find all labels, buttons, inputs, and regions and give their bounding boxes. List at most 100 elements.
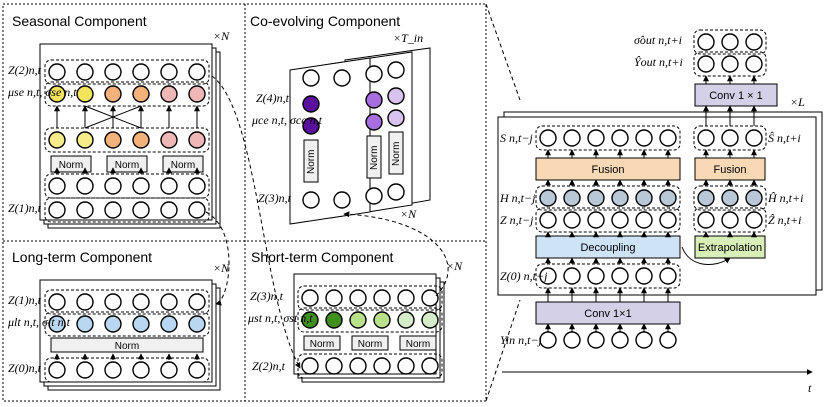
- seasonal-hidden-node: [188, 177, 206, 195]
- seasonal-stat-node: [104, 131, 122, 149]
- node-group-outline: [535, 207, 681, 233]
- shortterm-stat-node: [301, 311, 319, 329]
- h-left-node: [563, 189, 581, 207]
- shortterm-input-node: [349, 357, 367, 375]
- seasonal-output-node: [104, 63, 122, 81]
- h-left-node: [587, 189, 605, 207]
- longterm-output-node: [132, 293, 150, 311]
- node-group-outline: [693, 29, 767, 55]
- longterm-stat-node: [160, 315, 178, 333]
- z0-left-node: [659, 267, 677, 285]
- longterm-output-node: [104, 293, 122, 311]
- norm-box: [399, 335, 437, 351]
- z-right-node: [745, 211, 763, 229]
- norm-box: [162, 155, 204, 173]
- node-group-outline: [535, 263, 681, 289]
- h-left-node: [539, 189, 557, 207]
- node-group-outline: [44, 197, 210, 223]
- y-in-label: Yin n,t−j: [500, 333, 543, 347]
- output-sigma-node: [697, 33, 715, 51]
- norm-box: [303, 335, 341, 351]
- output-sigma-node: [745, 33, 763, 51]
- seasonal-hidden-node: [48, 177, 66, 195]
- longterm-input-node: [188, 361, 206, 379]
- time-axis-label: t: [808, 381, 812, 395]
- coevolving-z-top: Z(4)n,t: [256, 91, 290, 105]
- node-group-outline: [535, 185, 681, 211]
- y-in-node: [539, 331, 557, 349]
- seasonal-z-bottom: Z(1)n,t: [8, 201, 42, 215]
- coevolving-stat-node: [387, 109, 405, 127]
- node-group-outline: [44, 59, 210, 85]
- z-right-label: Ẑ n,t+i: [768, 213, 801, 227]
- node-group-outline: [297, 307, 443, 333]
- seasonal-input-node: [160, 201, 178, 219]
- y-in-node: [611, 331, 629, 349]
- shortterm-stat-node: [373, 311, 391, 329]
- shortterm-z-bottom: Z(2)n,t: [252, 359, 286, 373]
- longterm-z-bottom: Z(0)n,t: [8, 361, 42, 375]
- coevolving-norm-label: Norm: [369, 146, 380, 170]
- y-in-node: [563, 331, 581, 349]
- h-left-node: [611, 189, 629, 207]
- shortterm-stat-node: [349, 311, 367, 329]
- seasonal-input-node: [76, 201, 94, 219]
- coevolving-norm-label: Norm: [306, 150, 317, 174]
- s-right-node: [697, 129, 715, 147]
- coevolving-norm-box: [303, 139, 319, 183]
- coevolving-output-node: [333, 69, 351, 87]
- norm-label: Norm: [115, 160, 139, 171]
- longterm-output-node: [188, 293, 206, 311]
- right-panel-nodes: [535, 29, 767, 349]
- shortterm-input-node: [421, 357, 439, 375]
- node-group-outline: [44, 289, 210, 315]
- seasonal-title: Seasonal Component: [12, 13, 147, 29]
- seasonal-hidden-node: [160, 177, 178, 195]
- z0-left-label: Z(0) n,t−j: [500, 269, 548, 283]
- extrapolation-label: Extrapolation: [698, 242, 762, 254]
- seasonal-output-node: [160, 63, 178, 81]
- h-right-label: Ĥ n,t+i: [767, 191, 803, 205]
- longterm-stat-node: [76, 315, 94, 333]
- coevolving-title: Co-evolving Component: [250, 13, 400, 29]
- longterm-title: Long-term Component: [12, 249, 152, 265]
- longterm-input-node: [132, 361, 150, 379]
- coevolving-slab-front: [289, 57, 371, 225]
- norm-label: Norm: [406, 339, 430, 350]
- coevolving-output-node: [365, 65, 383, 83]
- node-group-outline: [297, 285, 443, 311]
- s-left-label: S n,t−j: [500, 131, 533, 145]
- coevolving-stat-node: [387, 87, 405, 105]
- z-right-node: [721, 211, 739, 229]
- node-group-outline: [44, 311, 210, 337]
- seasonal-stat-node: [188, 85, 206, 103]
- coevolving-stat-node: [302, 95, 320, 113]
- seasonal-hidden-node: [76, 177, 94, 195]
- norm-label: Norm: [59, 160, 83, 171]
- connector-longterm-to-seasonal: [205, 211, 230, 306]
- longterm-stat-node: [104, 315, 122, 333]
- fusion-left-label: Fusion: [591, 164, 624, 176]
- norm-box: [351, 335, 389, 351]
- z-right-node: [697, 211, 715, 229]
- s-left-node: [539, 129, 557, 147]
- connector-seasonal-to-shortterm: [211, 75, 301, 369]
- shortterm-output-node: [325, 289, 343, 307]
- out-y-label: Ŷout n,t+i: [634, 55, 683, 69]
- fusion-left-box: [535, 157, 681, 181]
- z-left-node: [659, 211, 677, 229]
- h-right-node: [721, 189, 739, 207]
- shortterm-stat-node: [325, 311, 343, 329]
- h-left-label: H n,t−j: [499, 191, 536, 205]
- shortterm-output-node: [397, 289, 415, 307]
- shortterm-output-node: [421, 289, 439, 307]
- seasonal-hidden-node: [132, 177, 150, 195]
- seasonal-stat-node: [76, 85, 94, 103]
- out-sigma-label: σ̂out n,t+i: [634, 33, 682, 47]
- shortterm-output-node: [349, 289, 367, 307]
- h-left-node: [635, 189, 653, 207]
